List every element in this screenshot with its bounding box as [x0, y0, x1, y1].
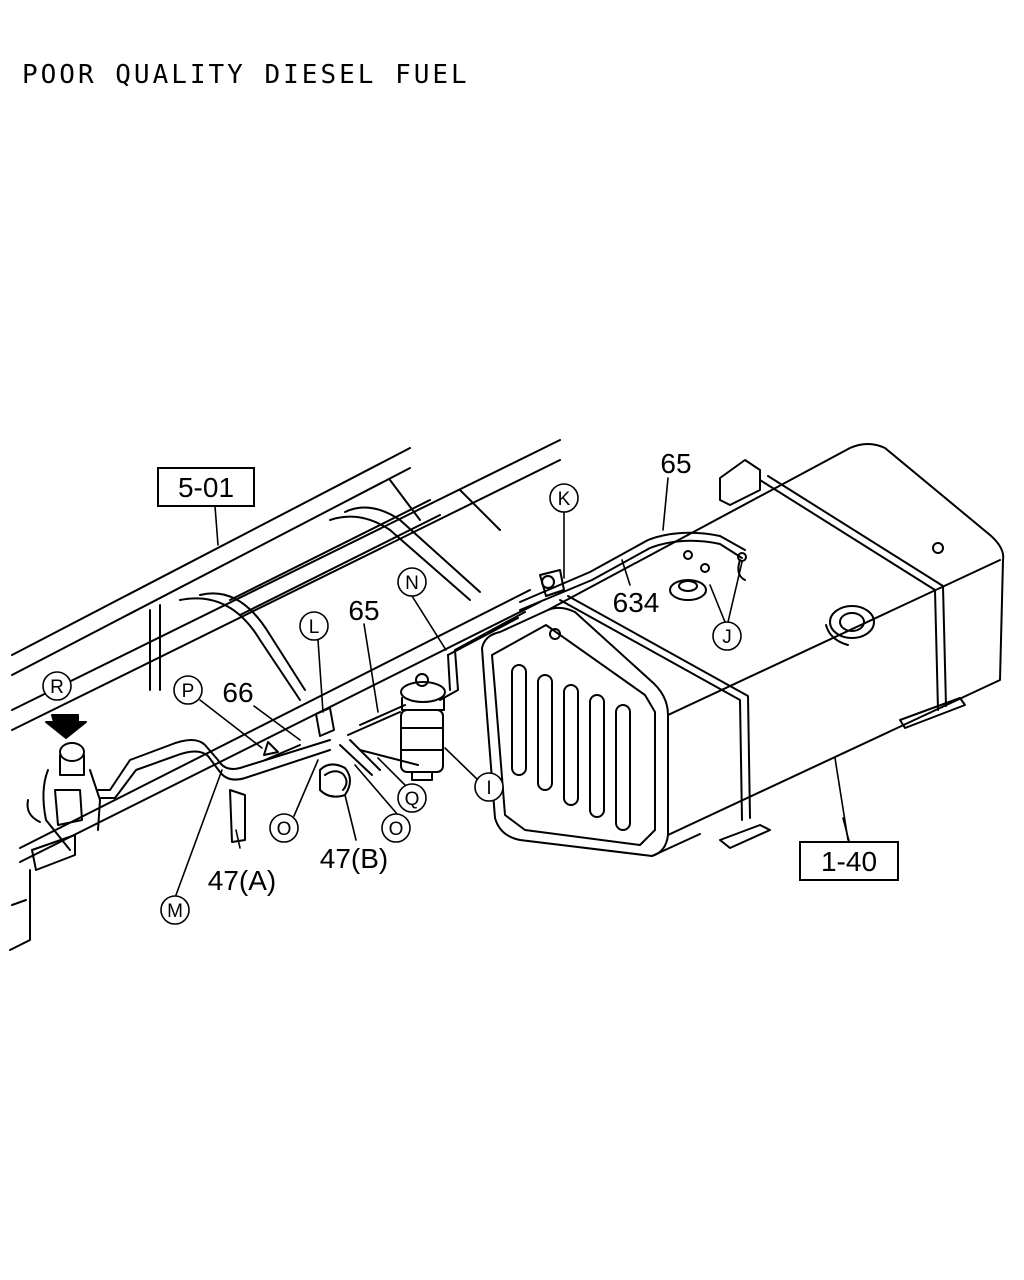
callout-j: J	[722, 627, 732, 648]
callout-k: K	[558, 489, 571, 510]
part-47a: 47(A)	[208, 865, 276, 896]
ref-frame-label: 5-01	[178, 472, 234, 503]
callout-o-left: O	[277, 819, 292, 840]
part-65-top: 65	[660, 448, 691, 479]
engine-side-pump	[26, 714, 101, 871]
part-65-mid: 65	[348, 595, 379, 626]
fuel-filter	[400, 673, 446, 781]
callout-r: R	[50, 677, 64, 698]
clamps	[229, 550, 747, 843]
part-634: 634	[613, 587, 660, 618]
frame-rails	[9, 439, 561, 951]
part-66: 66	[222, 677, 253, 708]
page-title: POOR QUALITY DIESEL FUEL	[22, 60, 470, 90]
ref-tank-label: 1-40	[821, 846, 877, 877]
fuel-tank	[481, 443, 1005, 857]
callout-p: P	[182, 681, 195, 702]
callout-q: Q	[405, 789, 420, 810]
fuel-lines	[97, 531, 746, 799]
ref-box-tank[interactable]: 1-40	[799, 841, 899, 881]
ref-box-frame[interactable]: 5-01	[157, 467, 255, 507]
callout-n: N	[405, 573, 419, 594]
part-47b: 47(B)	[320, 843, 388, 874]
callout-o-right: O	[389, 819, 404, 840]
callout-i: I	[486, 778, 491, 799]
callout-l: L	[309, 617, 320, 638]
callout-m: M	[167, 901, 183, 922]
leader-lines	[175, 477, 851, 896]
